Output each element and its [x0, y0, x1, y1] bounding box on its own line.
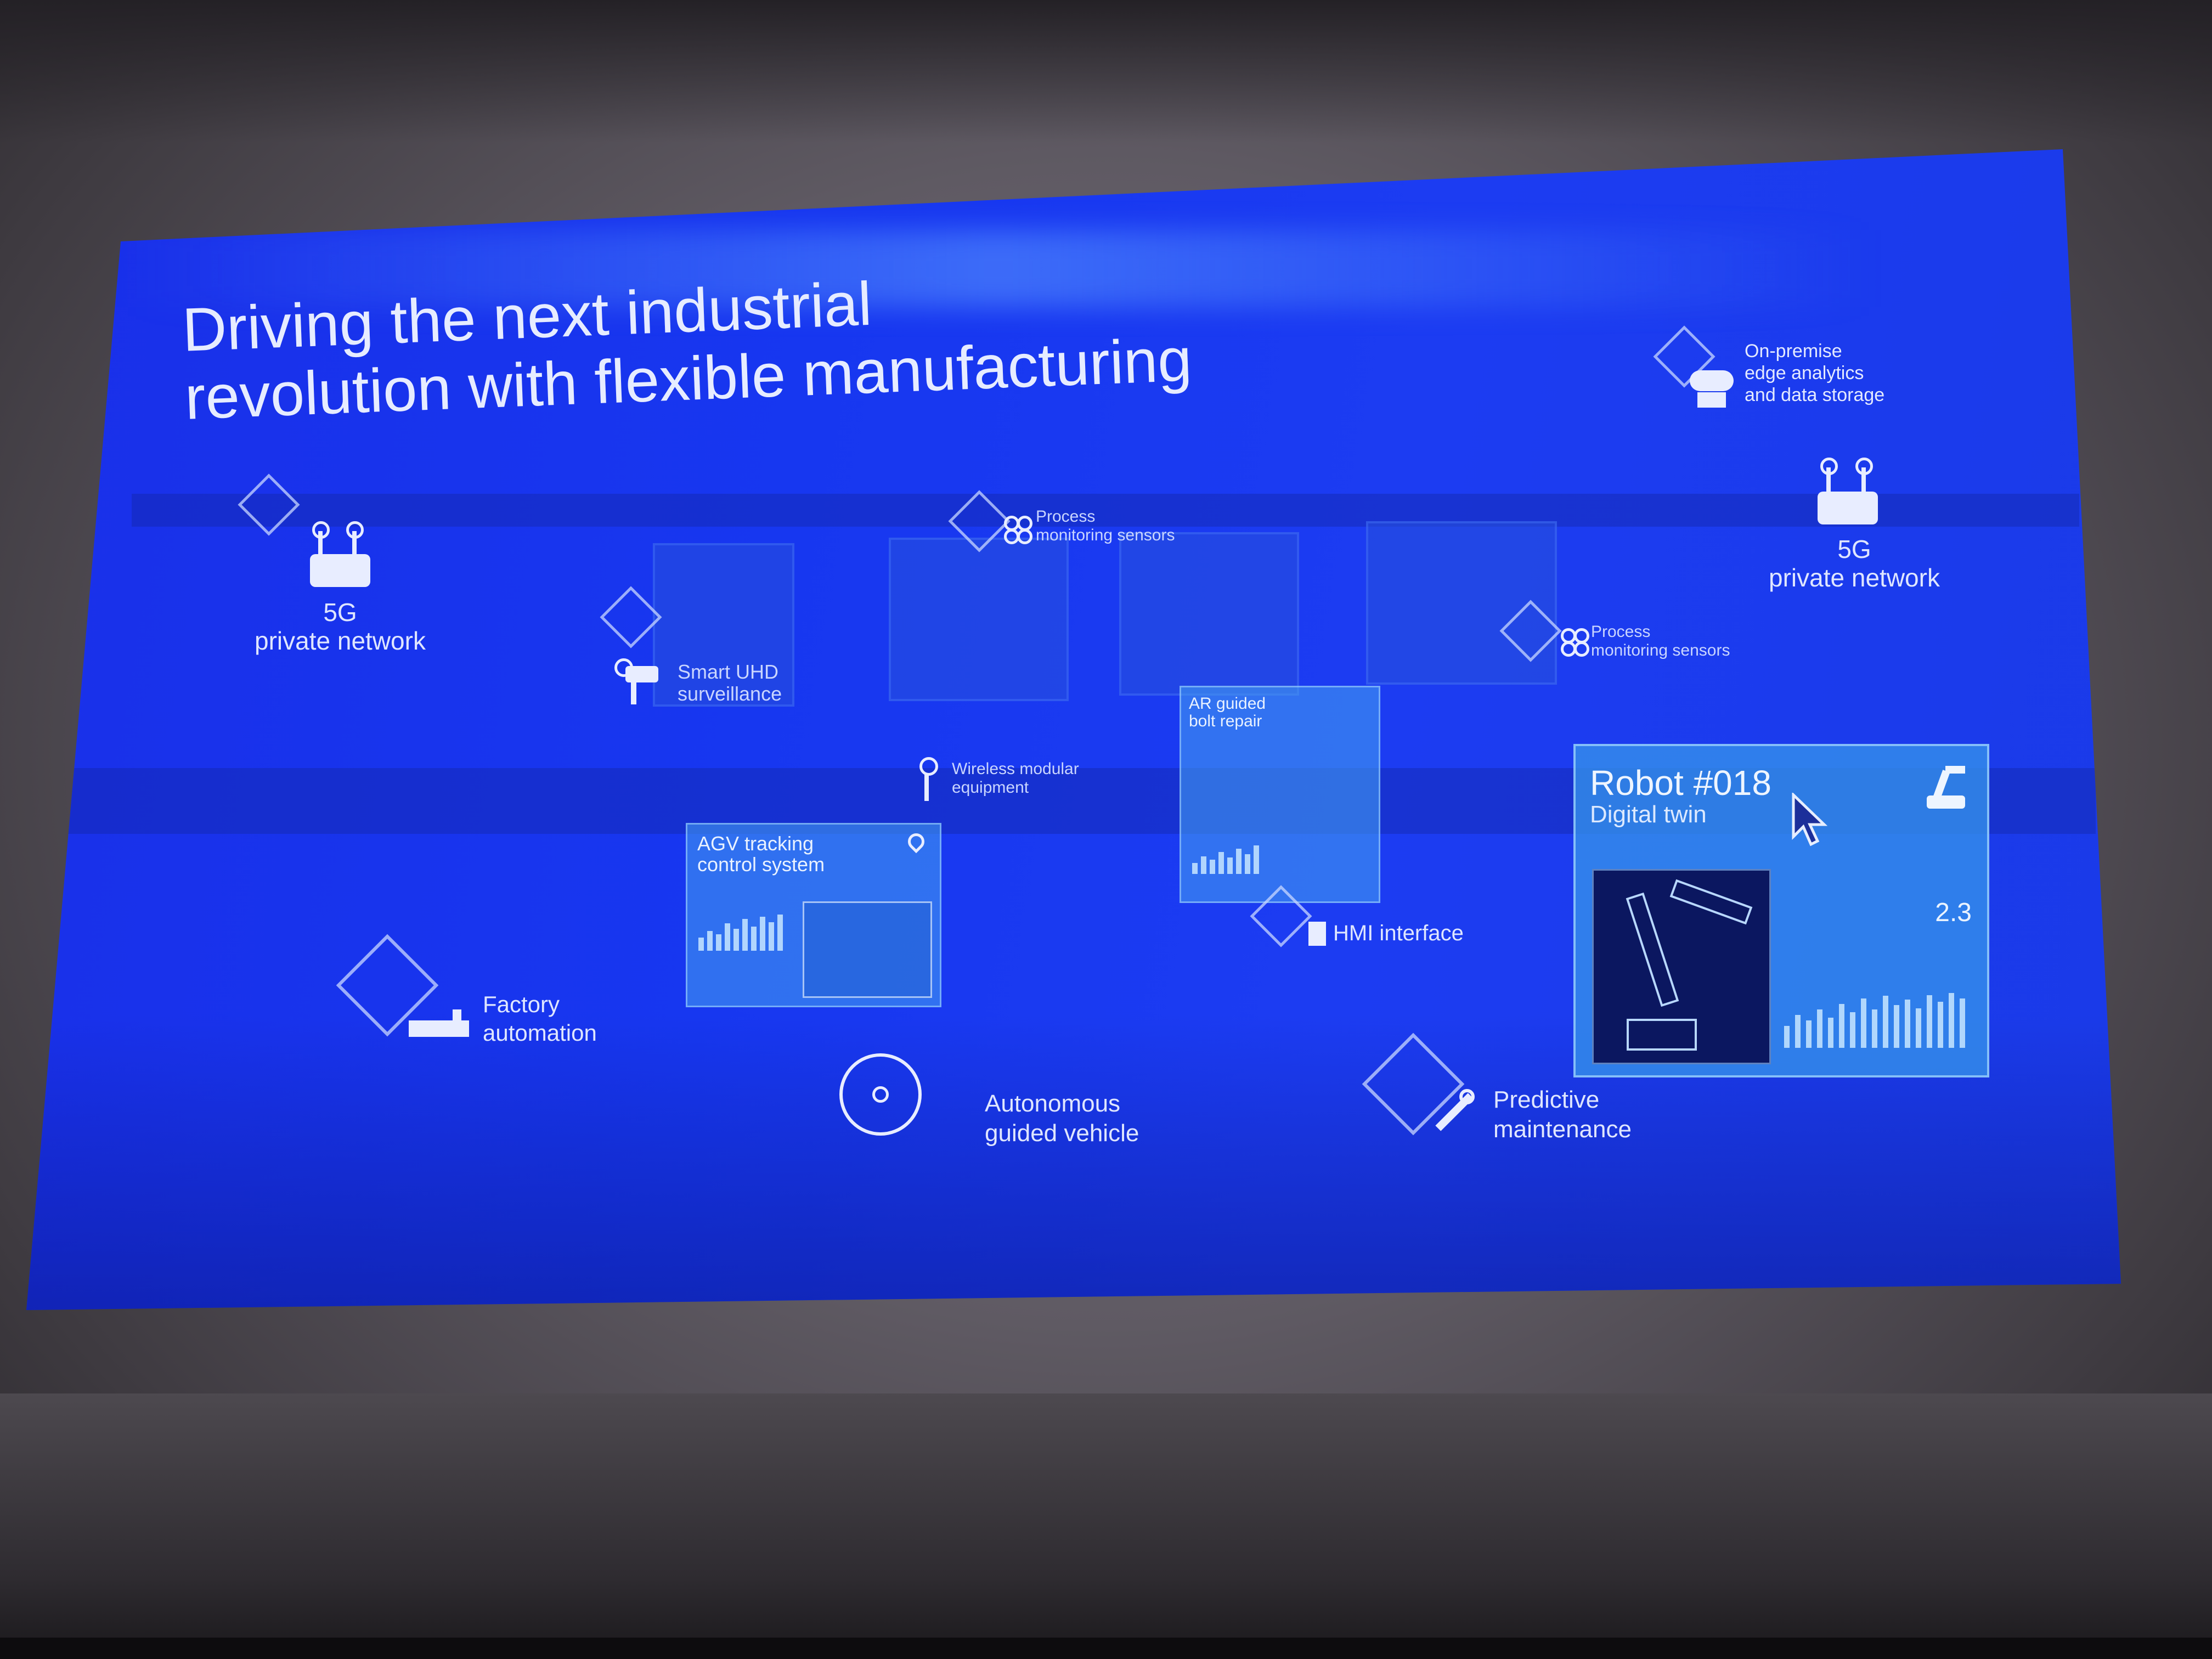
cloud-server-icon	[1690, 370, 1734, 409]
wrench-icon	[1432, 1089, 1476, 1133]
router-icon	[307, 521, 373, 587]
storage-rack	[653, 543, 794, 707]
robot-arm-icon	[1921, 763, 1971, 812]
location-pin-icon	[904, 830, 928, 859]
robot-performance-chart	[1784, 988, 1971, 1048]
router-icon	[1813, 455, 1884, 527]
label-5g-left: 5G private network	[255, 598, 426, 655]
robot-panel-title: Robot #018	[1590, 763, 1771, 803]
light-beam	[121, 230, 1876, 307]
hmi-icon	[1308, 922, 1326, 946]
sensor-icon	[1004, 516, 1032, 544]
ar-panel-title: AR guided bolt repair	[1189, 695, 1266, 730]
ar-mini-chart	[1192, 841, 1274, 874]
robot-arm-render	[1592, 869, 1771, 1064]
antenna-icon	[916, 757, 938, 801]
sensor-icon	[1561, 628, 1589, 657]
label-process-sensors-top: Process monitoring sensors	[1036, 507, 1175, 544]
label-5g-right: 5G private network	[1769, 535, 1940, 592]
ceiling-shadow	[0, 0, 2212, 143]
room-wall	[0, 1393, 2212, 1659]
agv-panel-title: AGV tracking control system	[697, 832, 825, 876]
label-edge-analytics: On-premise edge analytics and data stora…	[1745, 341, 1885, 405]
label-process-sensors-right: Process monitoring sensors	[1591, 623, 1730, 659]
label-predictive: Predictive maintenance	[1493, 1086, 1632, 1143]
ceiling-beam	[132, 494, 2079, 527]
agv-mini-chart	[698, 912, 792, 951]
agv-map	[803, 901, 932, 998]
robot-digital-twin-panel: Robot #018 Digital twin 2.3	[1573, 744, 1989, 1077]
label-hmi: HMI interface	[1333, 921, 1464, 945]
label-wireless: Wireless modular equipment	[952, 760, 1079, 797]
storage-rack	[1366, 521, 1557, 685]
agv-wheel-icon	[839, 1053, 927, 1141]
agv-panel: AGV tracking control system	[686, 823, 941, 1007]
ar-panel: AR guided bolt repair	[1180, 686, 1380, 903]
label-agv-vehicle: Autonomous guided vehicle	[985, 1090, 1139, 1147]
cursor-icon	[1791, 792, 1830, 850]
factory-icon	[409, 1009, 469, 1037]
label-smart-uhd: Smart UHD surveillance	[678, 661, 782, 705]
robot-panel-subtitle: Digital twin	[1590, 801, 1707, 828]
camera-icon	[614, 658, 664, 708]
label-factory-automation: Factory automation	[483, 991, 597, 1046]
storage-rack	[1119, 532, 1299, 696]
robot-stat-value: 2.3	[1935, 898, 1972, 927]
floor-strip	[0, 1638, 2212, 1659]
storage-rack	[889, 538, 1069, 701]
